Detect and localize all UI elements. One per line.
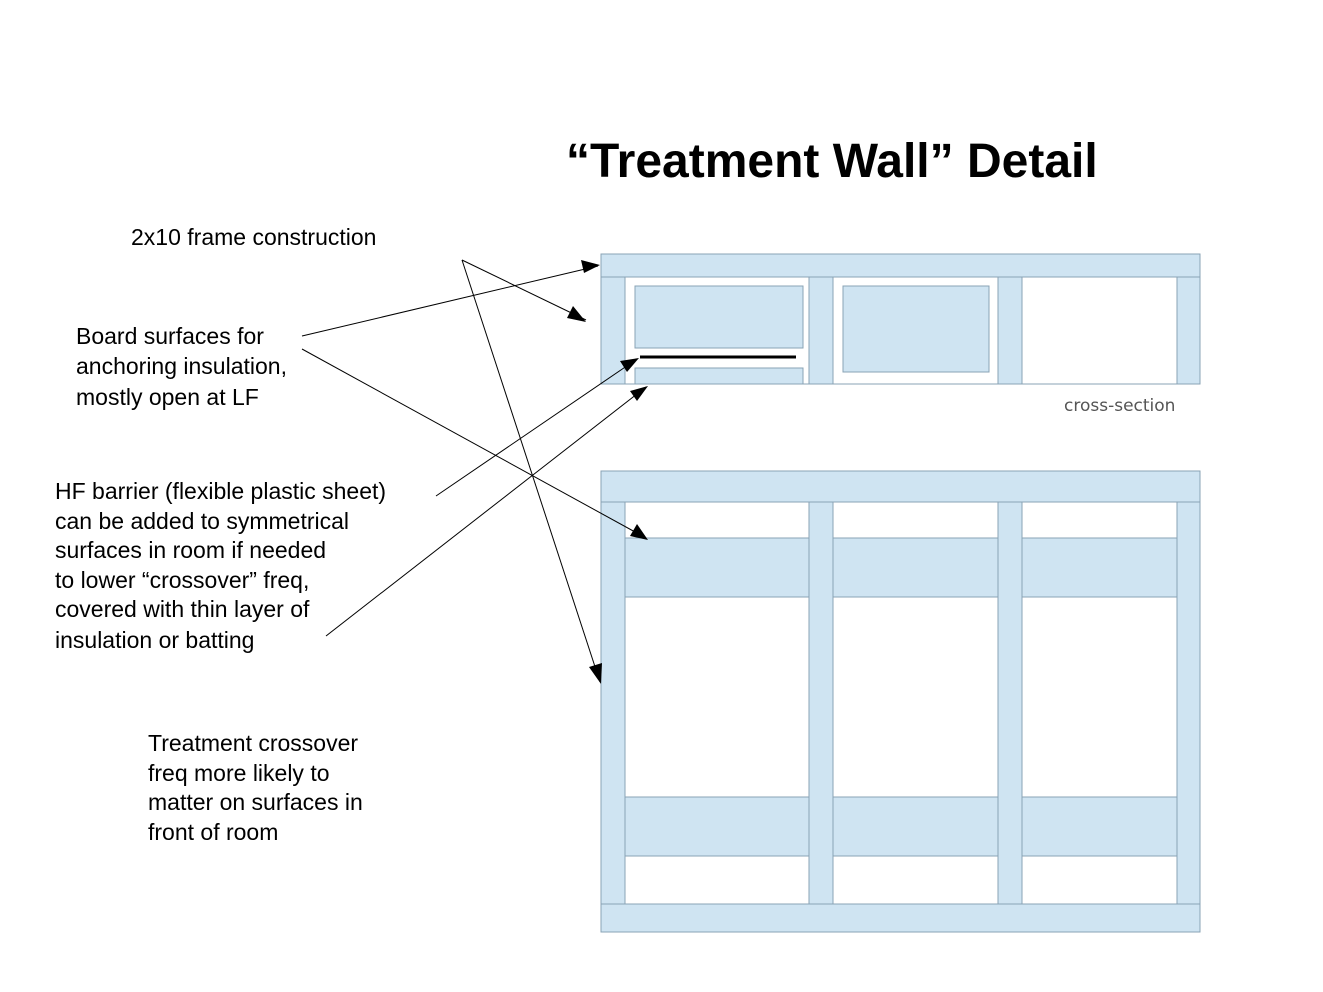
elevation-stud-4 bbox=[1176, 501, 1201, 905]
elevation-stud-2 bbox=[808, 501, 834, 905]
cross-section-stud-3 bbox=[997, 276, 1023, 385]
elevation-bottom-plate bbox=[600, 903, 1201, 933]
frame-arrowhead-2 bbox=[589, 663, 602, 684]
cross-section-stud-2 bbox=[808, 276, 834, 385]
elevation-upper-board-3 bbox=[1021, 537, 1178, 598]
elevation-top-plate bbox=[600, 470, 1201, 503]
elevation-lower-board-3 bbox=[1021, 796, 1178, 857]
leader-lines bbox=[301, 259, 648, 684]
elevation-stud-3 bbox=[997, 501, 1023, 905]
board-arrowhead-2 bbox=[630, 524, 648, 540]
frame-leader-1 bbox=[461, 259, 587, 321]
elevation-upper-board-1 bbox=[624, 537, 810, 598]
diagram-title: “Treatment Wall” Detail bbox=[566, 135, 1098, 188]
hf-leader-1 bbox=[435, 358, 638, 497]
frame-arrowhead-1 bbox=[567, 306, 586, 322]
board-leader-2 bbox=[301, 348, 647, 539]
cross-section-board-2 bbox=[842, 285, 990, 373]
elevation-lower-board-2 bbox=[832, 796, 999, 857]
board-leader-1 bbox=[301, 265, 599, 337]
hf-barrier-label: HF barrier (flexible plastic sheet) can … bbox=[55, 478, 392, 653]
cross-section-batting-strip bbox=[634, 367, 804, 385]
frame-construction-label: 2x10 frame construction bbox=[131, 224, 376, 250]
frame-leader-2 bbox=[461, 259, 601, 683]
cross-section-stud-1 bbox=[600, 276, 626, 385]
cross-section-bay-3 bbox=[1021, 276, 1178, 385]
cross-section-board-1 bbox=[634, 285, 804, 349]
elevation-lower-board-1 bbox=[624, 796, 810, 857]
hf-arrowhead-2 bbox=[630, 386, 648, 401]
hf-leader-2 bbox=[325, 386, 647, 637]
elevation-upper-board-2 bbox=[832, 537, 999, 598]
cross-section-label: cross-section bbox=[1064, 396, 1175, 416]
elevation-view bbox=[600, 470, 1201, 933]
board-surfaces-label: Board surfaces for anchoring insulation,… bbox=[76, 323, 293, 410]
board-arrowhead-1 bbox=[581, 260, 600, 273]
elevation-stud-1 bbox=[600, 501, 626, 905]
hf-arrowhead-1 bbox=[620, 358, 639, 372]
cross-section-view: cross-section bbox=[600, 253, 1201, 416]
crossover-note-label: Treatment crossover freq more likely to … bbox=[148, 730, 369, 845]
cross-section-stud-4 bbox=[1176, 276, 1201, 385]
cross-section-top-plate bbox=[600, 253, 1201, 278]
